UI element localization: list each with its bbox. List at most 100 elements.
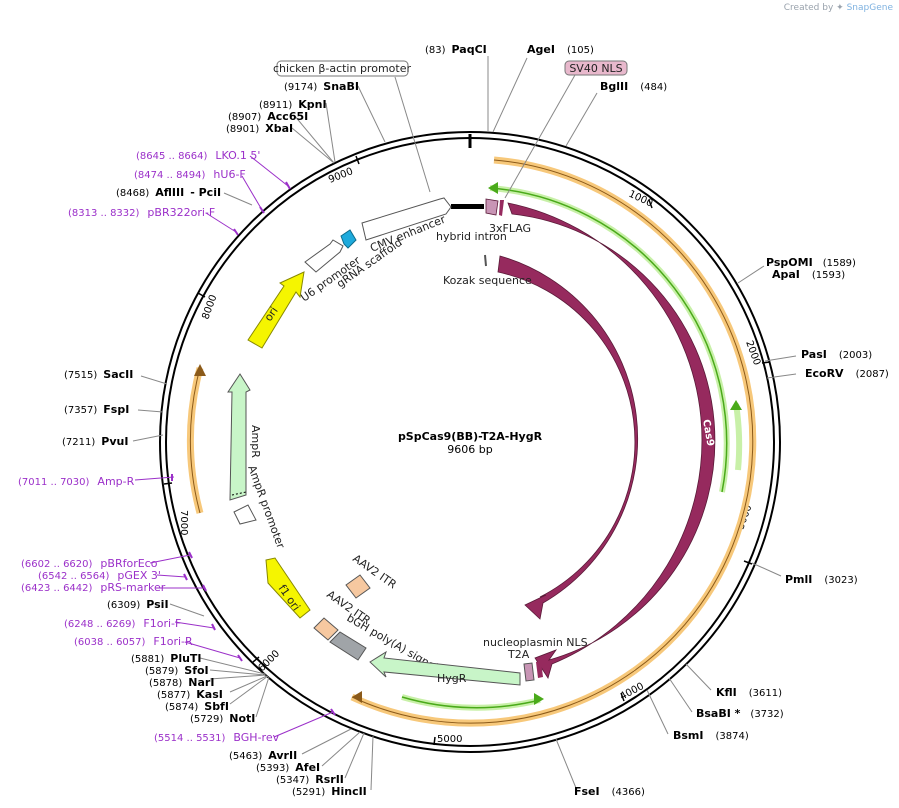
- plasmid-name: pSpCas9(BB)-T2A-HygR: [398, 430, 543, 443]
- tick-label-2000: 2000: [743, 339, 762, 367]
- t2a-label: T2A: [507, 648, 530, 661]
- enzyme-pluti: (5881)PluTI: [131, 652, 202, 665]
- orf-arrowhead-green-top: [488, 182, 498, 194]
- aav2-itr-box-1[interactable]: [345, 574, 371, 599]
- nucleoplasmin-nls-box[interactable]: [536, 661, 543, 678]
- enzyme-apai: ApaI(1593): [772, 268, 845, 281]
- cas9-inner-arrow[interactable]: [497, 255, 638, 620]
- enzyme-acc65i: (8907)Acc65I: [228, 110, 308, 123]
- enzyme-sbfi: (5874)SbfI: [165, 700, 229, 713]
- enzyme-agei: AgeI(105): [527, 43, 594, 56]
- hybrid-intron-bar: [451, 204, 484, 209]
- chicken-actin-label: chicken β-actin promoter: [273, 62, 411, 75]
- snapgene-logo-icon: ✦: [836, 3, 844, 13]
- ampr-promoter-arrow[interactable]: [233, 504, 257, 525]
- enzyme-pasi: PasI(2003): [801, 348, 872, 361]
- kozak-marker: [484, 254, 487, 267]
- enzyme-paqci: (83)PaqCI: [425, 43, 487, 56]
- ori-arrow[interactable]: [247, 271, 305, 349]
- bgh-polya-box[interactable]: [329, 631, 367, 661]
- enzyme-fsei: FseI(4366): [574, 785, 645, 798]
- chicken-actin-leader: [394, 76, 431, 193]
- primer-f1ori-r: (6038 .. 6057)F1ori-R: [74, 635, 193, 648]
- tick-marks: [163, 155, 771, 746]
- primer-prs-marker: (6423 .. 6442)pRS-marker: [21, 581, 166, 594]
- enzyme-psii: (6309)PsiI: [107, 598, 169, 611]
- enzyme-nari: (5878)NarI: [149, 676, 214, 689]
- kozak-label: Kozak sequence: [443, 274, 532, 287]
- orf-arc-green-small: [733, 403, 743, 471]
- enzyme-kpni: (8911)KpnI: [259, 98, 327, 111]
- enzyme-noti: (5729)NotI: [190, 712, 255, 725]
- chicken-actin-box[interactable]: [276, 60, 409, 77]
- plasmid-size: 9606 bp: [447, 443, 492, 456]
- sv40-nls-leader: [504, 74, 576, 199]
- enzyme-avrii: (5463)AvrII: [229, 749, 297, 762]
- ampr-promoter-label: AmpR promoter: [245, 464, 287, 551]
- primer-pgex3: (6542 .. 6564)pGEX 3': [38, 569, 161, 582]
- orf-arrowhead-left: [194, 364, 206, 376]
- cas9-outer-arrow[interactable]: [507, 202, 716, 679]
- tick-label-7000: 7000: [178, 510, 189, 535]
- enzyme-bglii: BglII(484): [600, 80, 667, 93]
- sv40-nls-callout[interactable]: [564, 60, 628, 76]
- primer-lko1: (8645 .. 8664)LKO.1 5': [136, 149, 260, 162]
- tick-label-9000: 9000: [327, 166, 355, 186]
- ampr-label: AmpR: [249, 425, 262, 458]
- primer-leaders: [134, 155, 334, 738]
- grna-scaffold-arrow[interactable]: [340, 229, 357, 249]
- enzyme-afei: (5393)AfeI: [256, 761, 320, 774]
- primer-pbrforeco: (6602 .. 6620)pBRforEco: [21, 557, 158, 570]
- enzyme-ecorv: EcoRV(2087): [805, 367, 889, 380]
- t2a-box[interactable]: [523, 662, 535, 682]
- orf-arrowhead-green-bottom: [534, 693, 544, 705]
- orf-arc-orange-bottom-line: [351, 670, 635, 724]
- enzyme-sacii: (7515)SacII: [64, 368, 133, 381]
- orf-arc-orange-left-line: [189, 367, 201, 514]
- hygr-label: HygR: [437, 672, 467, 685]
- orf-arrowhead-bottom: [352, 691, 362, 703]
- enzyme-kfli: KflI(3611): [716, 686, 782, 699]
- 3xflag-box[interactable]: [485, 198, 499, 216]
- enzyme-rsrii: (5347)RsrII: [276, 773, 344, 786]
- snapgene-credit: Created by ✦ SnapGene: [784, 3, 893, 13]
- enzyme-pmli: PmlI(3023): [785, 573, 858, 586]
- cas9-inner-label: Cas9: [645, 411, 661, 440]
- enzyme-hincii: (5291)HincII: [292, 785, 367, 798]
- primer-hu6f: (8474 .. 8494)hU6-F: [134, 168, 246, 181]
- enzyme-kasi: (5877)KasI: [157, 688, 223, 701]
- primer-markers: [171, 181, 336, 716]
- enzyme-snabi: (9174)SnaBI: [284, 80, 359, 93]
- primer-ampr: (7011 .. 7030)Amp-R: [18, 475, 135, 488]
- sv40-nls-box[interactable]: [499, 200, 504, 216]
- orf-arrowhead-green-small: [730, 400, 742, 410]
- cas9-outer-label: Cas9: [700, 419, 716, 448]
- enzyme-pspomi: PspOMI(1589): [766, 256, 856, 269]
- enzyme-fspi: (7357)FspI: [64, 403, 129, 416]
- cmv-enhancer-arrow[interactable]: [361, 197, 452, 241]
- f1-ori-arrow[interactable]: [265, 557, 311, 619]
- enzyme-bsmi: BsmI(3874): [673, 729, 749, 742]
- enzyme-afliii: (8468)AflIII- PciI: [116, 186, 221, 199]
- u6-promoter-arrow[interactable]: [304, 239, 344, 273]
- orf-arc-green-bottom-line: [401, 696, 541, 709]
- nls-label: nucleoplasmin NLS: [483, 636, 588, 649]
- hybrid-intron-label: hybrid intron: [436, 230, 507, 243]
- 3xflag-label: 3xFLAG: [489, 222, 531, 235]
- tick-label-5000: 5000: [437, 734, 462, 745]
- credit-brand: SnapGene: [846, 3, 893, 13]
- primer-bgh-rev: (5514 .. 5531)BGH-rev: [154, 731, 280, 744]
- aav2-itr-box-2[interactable]: [313, 617, 339, 641]
- sv40-nls-label: SV40 NLS: [569, 62, 622, 75]
- credit-prefix: Created by: [783, 3, 834, 13]
- hygr-arrow[interactable]: [369, 650, 521, 686]
- backbone-outer-ring: [159, 131, 781, 753]
- ampr-arrow[interactable]: [227, 373, 251, 501]
- enzyme-pvui: (7211)PvuI: [62, 435, 128, 448]
- orf-arc-green-outer-line: [489, 187, 728, 493]
- enzyme-bsabi: BsaBI *(3732): [696, 707, 784, 720]
- orf-arc-orange-right-line: [493, 159, 754, 672]
- primer-pbr322ori: (8313 .. 8332)pBR322ori-F: [68, 206, 215, 219]
- enzyme-sfoi: (5879)SfoI: [145, 664, 209, 677]
